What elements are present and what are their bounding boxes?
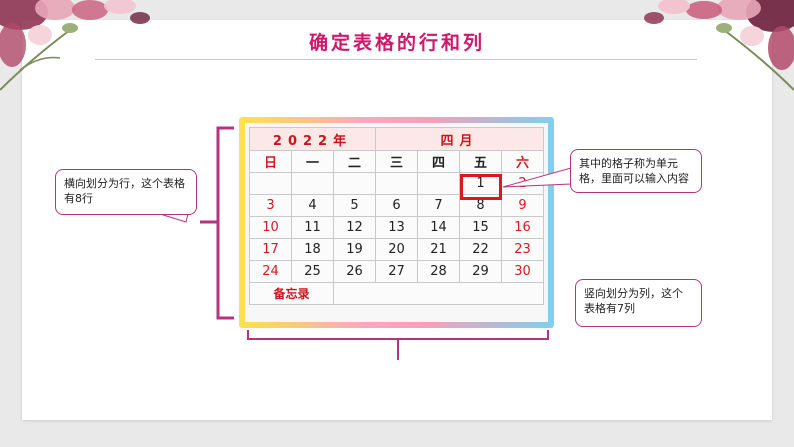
- day-cell[interactable]: 16: [501, 216, 544, 239]
- day-cell[interactable]: [375, 172, 418, 195]
- weekday-cell: 三: [375, 150, 418, 173]
- day-cell[interactable]: 1: [459, 172, 502, 195]
- calendar-table: 2022年 四月 日 一 二 三 四 五 六 1 2: [249, 127, 544, 305]
- title-divider: [95, 59, 697, 60]
- calendar-frame: 2022年 四月 日 一 二 三 四 五 六 1 2: [239, 117, 554, 328]
- day-cell[interactable]: 9: [501, 194, 544, 217]
- memo-cell[interactable]: [333, 282, 544, 305]
- columns-callout: 竖向划分为列，这个表格有7列: [575, 279, 702, 327]
- day-cell[interactable]: 14: [417, 216, 460, 239]
- slide-title: 确定表格的行和列: [308, 32, 485, 54]
- day-cell[interactable]: 3: [249, 194, 292, 217]
- day-cell[interactable]: [417, 172, 460, 195]
- flower-decoration-right: [644, 0, 794, 91]
- week-row: 17 18 19 20 21 22 23: [249, 238, 544, 261]
- weekday-cell: 六: [501, 150, 544, 173]
- cell-pointer: [502, 167, 572, 188]
- day-cell[interactable]: 15: [459, 216, 502, 239]
- rows-callout: 横向划分为行，这个表格有8行: [55, 169, 197, 215]
- day-cell[interactable]: [291, 172, 334, 195]
- day-cell[interactable]: 18: [291, 238, 334, 261]
- cell-callout: 其中的格子称为单元格，里面可以输入内容: [570, 149, 702, 193]
- day-cell[interactable]: 25: [291, 260, 334, 283]
- column-bracket: [247, 330, 549, 360]
- day-cell[interactable]: 28: [417, 260, 460, 283]
- flower-decoration-left: [0, 0, 150, 91]
- weekday-row: 日 一 二 三 四 五 六: [249, 150, 544, 173]
- day-cell[interactable]: 23: [501, 238, 544, 261]
- day-cell[interactable]: 7: [417, 194, 460, 217]
- day-cell[interactable]: 27: [375, 260, 418, 283]
- calendar-inner: 2022年 四月 日 一 二 三 四 五 六 1 2: [245, 123, 548, 322]
- rows-bubble-tail: [159, 213, 189, 223]
- day-cell[interactable]: 6: [375, 194, 418, 217]
- weekday-cell: 二: [333, 150, 376, 173]
- week-row: 24 25 26 27 28 29 30: [249, 260, 544, 283]
- calendar-month: 四月: [375, 127, 544, 151]
- week-row: 1 2: [249, 172, 544, 195]
- highlighted-cell-box: [460, 174, 502, 200]
- day-cell[interactable]: 29: [459, 260, 502, 283]
- calendar-header-row: 2022年 四月: [249, 127, 544, 151]
- weekday-cell: 五: [459, 150, 502, 173]
- calendar-year: 2022年: [249, 127, 376, 151]
- week-row: 3 4 5 6 7 8 9: [249, 194, 544, 217]
- day-cell[interactable]: 12: [333, 216, 376, 239]
- memo-label: 备忘录: [249, 282, 334, 305]
- row-bracket: [200, 126, 234, 320]
- weekday-cell: 日: [249, 150, 292, 173]
- memo-row: 备忘录: [249, 282, 544, 305]
